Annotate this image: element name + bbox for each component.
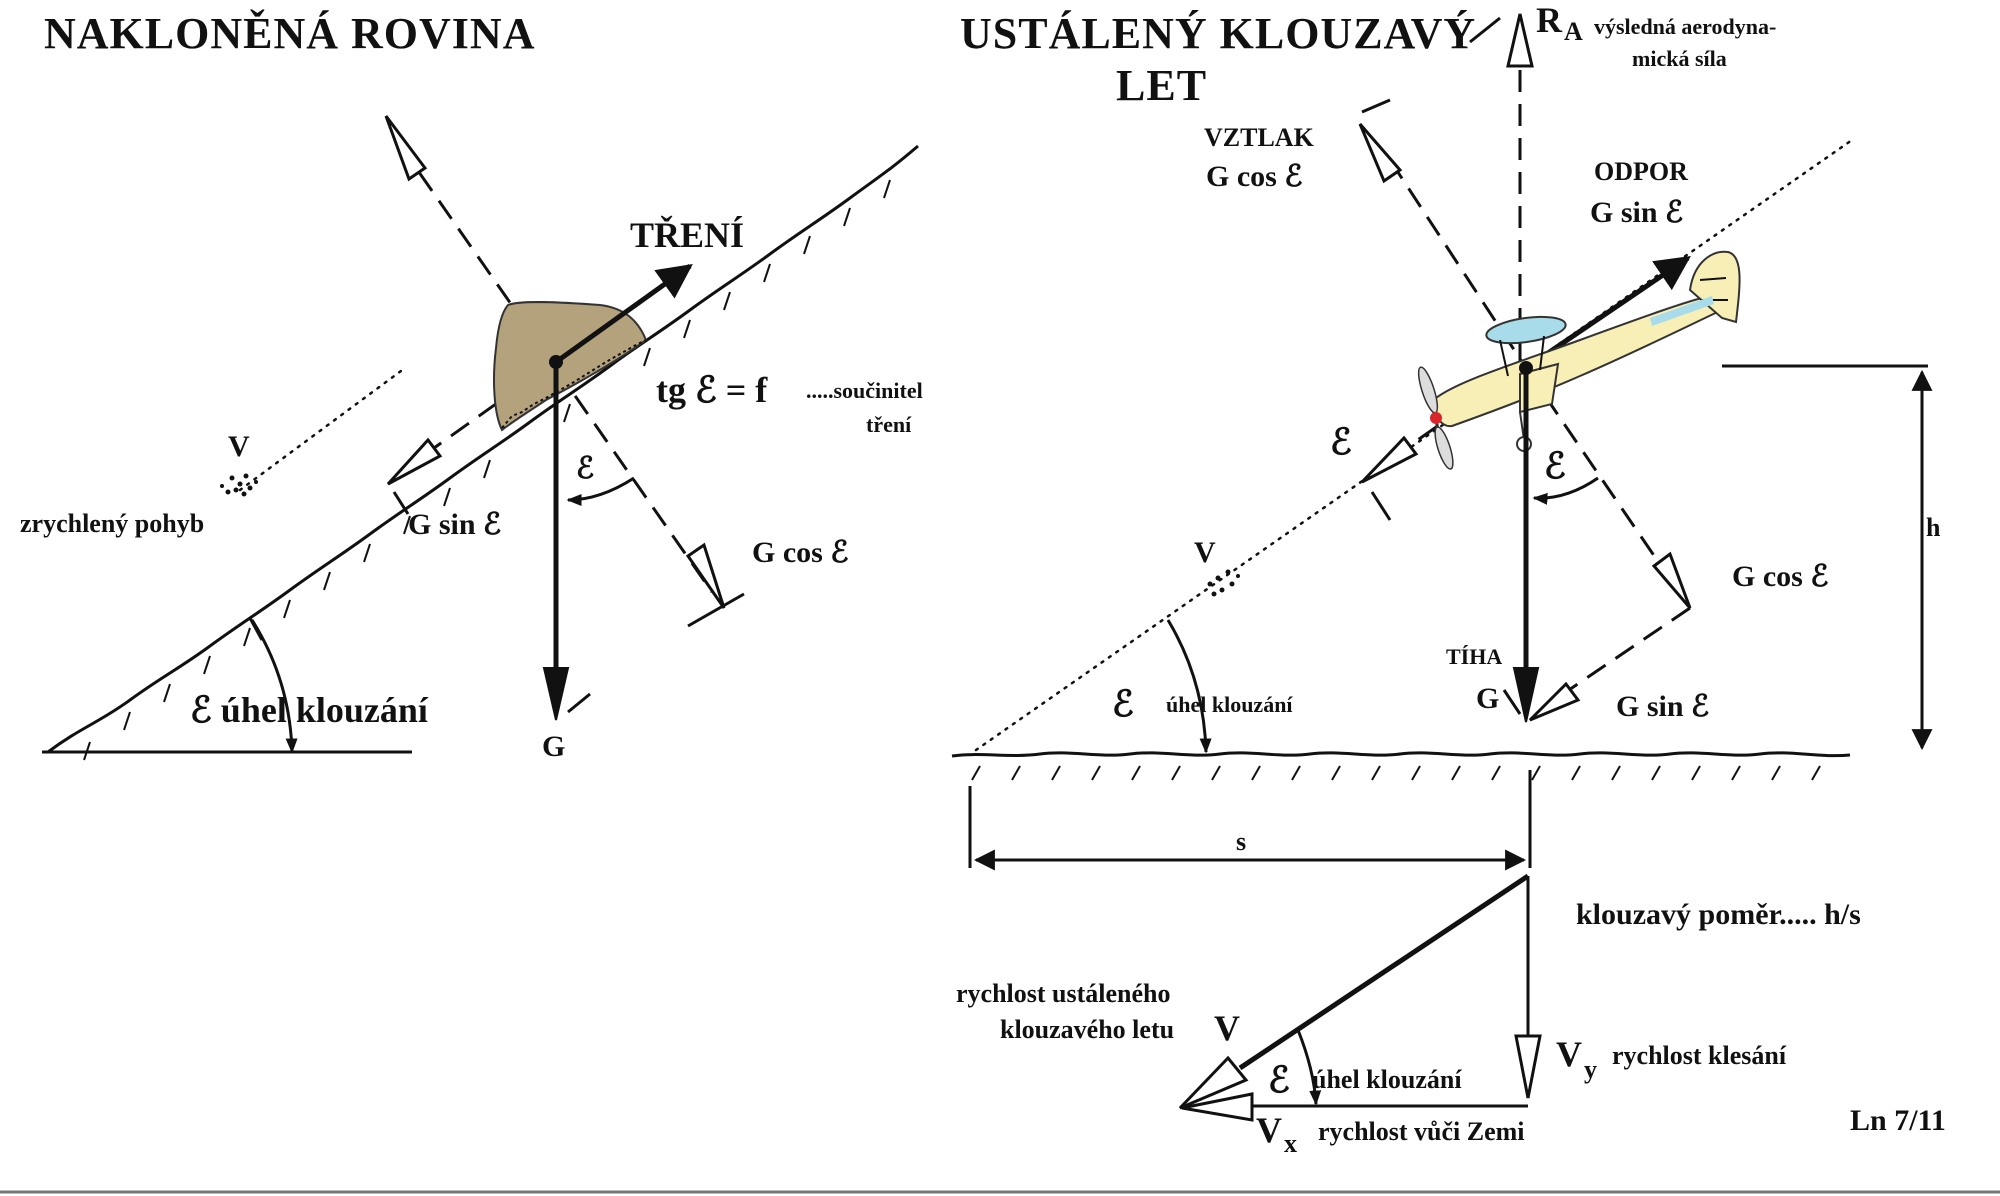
triangle-angle-label: úhel klouzání [1312, 1065, 1462, 1094]
left-gsin-arrowhead [386, 437, 443, 486]
left-gcos-arrowhead [685, 542, 726, 609]
right-angle-symbol: ℰ [1112, 684, 1134, 724]
epsilon-front: ℰ [1330, 422, 1352, 462]
right-title-line1: USTÁLENÝ KLOUZAVÝ [960, 9, 1476, 58]
right-angle-label: úhel klouzání [1166, 692, 1293, 717]
motion-label: zrychlený pohyb [20, 509, 204, 538]
ra-symbol: R [1536, 0, 1563, 40]
right-angle-arc [1166, 619, 1212, 754]
drag-formula: G sin ℰ [1590, 196, 1683, 229]
friction-note-2: tření [866, 412, 912, 437]
lift-label: VZTLAK [1204, 123, 1315, 152]
ra-desc-1: výsledná aerodyna- [1594, 14, 1776, 39]
right-title-line2: LET [1116, 61, 1207, 110]
friction-note-1: .....součinitel [806, 378, 923, 403]
left-angle-arc [250, 619, 298, 754]
incline-hatching [83, 179, 891, 761]
right-weight-arrowhead [1512, 667, 1540, 723]
right-ground [951, 751, 1851, 758]
friction-formula: tg ℰ = f [656, 370, 768, 410]
vy-symbol: V [1556, 1034, 1582, 1074]
stone-center [549, 355, 563, 369]
left-panel: NAKLONĚNÁ ROVINA [20, 9, 923, 763]
triangle-angle-symbol: ℰ [1268, 1060, 1290, 1100]
forward-dashed [1411, 366, 1521, 446]
ra-desc-2: mická síla [1632, 46, 1727, 71]
height-label: h [1926, 513, 1941, 542]
speed-label-1: rychlost ustáleného [956, 979, 1171, 1008]
left-velocity-label: V [228, 430, 250, 463]
forward-arrowhead [1360, 435, 1419, 484]
right-panel: USTÁLENÝ KLOUZAVÝ LET R A výsledná aerod… [951, 0, 1941, 871]
lift-arrowhead [1358, 123, 1403, 184]
lift-formula: G cos ℰ [1206, 160, 1303, 193]
page-code: Ln 7/11 [1850, 1104, 1946, 1137]
vy-subscript: y [1584, 1055, 1597, 1084]
incline-surface [47, 144, 919, 754]
ra-arrowhead [1506, 13, 1534, 68]
left-title: NAKLONĚNÁ ROVINA [44, 9, 535, 58]
left-motion-path [238, 366, 407, 492]
triangle-hypotenuse [1238, 873, 1530, 1071]
weight-word: TÍHA [1446, 644, 1502, 669]
left-normal-up-arrowhead [384, 115, 428, 182]
epsilon-center: ℰ [1544, 446, 1566, 486]
vx-label: rychlost vůči Zemi [1318, 1117, 1525, 1146]
vx-subscript: x [1284, 1129, 1297, 1158]
right-velocity-label: V [1194, 536, 1216, 569]
airplane-center [1519, 361, 1533, 375]
right-gcos-arrowhead [1651, 551, 1692, 609]
vx-symbol: V [1256, 1110, 1282, 1150]
left-weight-arrowhead [542, 667, 570, 721]
triangle-vy-arrowhead [1514, 1034, 1542, 1099]
triangle-vx-arrowhead [1181, 1092, 1254, 1122]
right-gsin-label: G sin ℰ [1616, 690, 1709, 723]
glide-path [974, 138, 1854, 752]
left-angle-label: ℰ úhel klouzání [190, 690, 429, 730]
speed-label-2: klouzavého letu [1000, 1015, 1174, 1044]
stone [493, 300, 648, 432]
friction-arrow [554, 263, 693, 365]
right-gcos-label: G cos ℰ [1732, 560, 1829, 593]
drag-label: ODPOR [1594, 157, 1688, 186]
velocity-triangle: klouzavý poměr..... h/s rychlost ustálen… [956, 873, 1861, 1158]
triangle-v-arrowhead [1178, 1055, 1249, 1110]
left-gsin-label: G sin ℰ [408, 508, 501, 541]
right-gsin-line [1559, 606, 1691, 698]
right-center-arc [1532, 476, 1599, 505]
airplane [1417, 250, 1741, 470]
glide-ratio: klouzavý poměr..... h/s [1576, 898, 1861, 931]
vy-label: rychlost klesání [1612, 1041, 1787, 1070]
distance-label: s [1236, 827, 1246, 856]
weight-symbol: G [1476, 682, 1499, 715]
ra-subscript: A [1564, 17, 1583, 46]
right-gsin-arrowhead [1528, 681, 1581, 722]
right-ground-hatching [971, 765, 1821, 781]
triangle-angle-arc [1296, 1029, 1322, 1106]
left-weight-label: G [542, 730, 565, 763]
left-epsilon-label: ℰ [576, 452, 594, 485]
friction-label: TŘENÍ [630, 215, 744, 255]
left-gcos-label: G cos ℰ [752, 536, 849, 569]
left-gsin-line [419, 362, 553, 460]
right-dust-puff [1207, 569, 1240, 597]
speed-symbol: V [1214, 1008, 1240, 1048]
left-center-arc [566, 476, 635, 506]
dust-puff [220, 473, 258, 497]
